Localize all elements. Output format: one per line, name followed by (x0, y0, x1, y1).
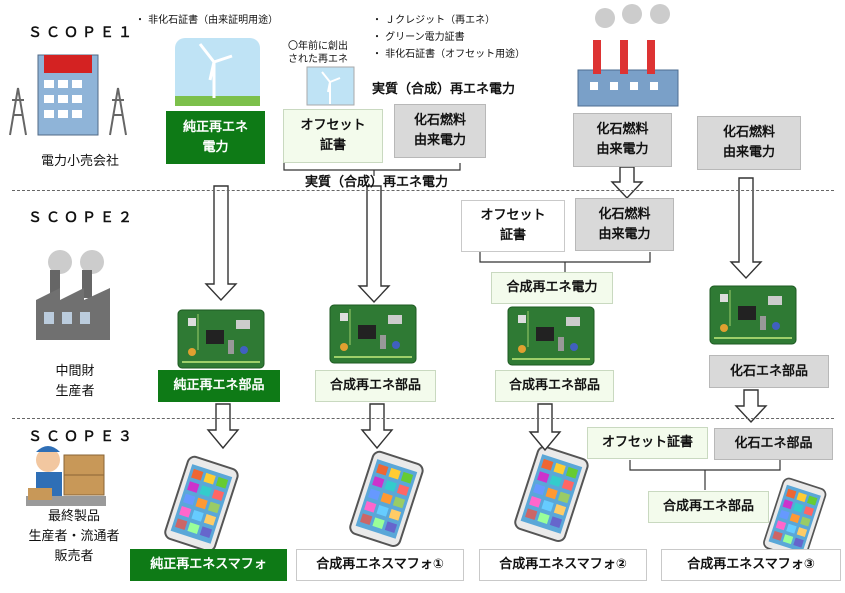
smartphone-icon (162, 454, 241, 554)
synthetic-power-label-top: 実質（合成）再エネ電力 (372, 82, 516, 97)
synthetic-renewable-power-box: 合成再エネ電力 (491, 272, 613, 304)
fossil-power-box: 化石燃料由来電力 (394, 104, 486, 158)
smartphone-icon (512, 444, 591, 544)
note-nonfossil-origin: ・ 非化石証書（由来証明用途） (135, 15, 279, 26)
scope2-label: ＳＣＯＰＥ２ (28, 210, 136, 226)
pcb-icon (177, 309, 265, 369)
power-plant-icon (577, 4, 679, 107)
scope-divider (12, 418, 834, 419)
offset-certificate-box: オフセット証書 (587, 427, 708, 459)
intermediate-label: 中間財生産者 (55, 364, 95, 399)
offset-certificate-box: オフセット証書 (461, 200, 565, 252)
retailer-building-icon (9, 54, 127, 136)
pure-renewable-power-box: 純正再エネ電力 (166, 111, 265, 164)
synthetic-renewable-part-box: 合成再エネ部品 (315, 370, 436, 402)
final-producer-label: 最終製品生産者・流通者販売者 (28, 509, 120, 564)
note-certificates: ・ Ｊクレジット（再エネ）・ グリーン電力証書・ 非化石証書（オフセット用途） (372, 15, 526, 60)
offset-certificate-box: オフセット証書 (283, 109, 383, 163)
synthetic-renewable-phone-box: 合成再エネスマフォ① (296, 549, 464, 581)
scope1-label: ＳＣＯＰＥ１ (28, 25, 136, 41)
wind-turbine-icon (175, 38, 260, 106)
flow-arrows (204, 166, 768, 452)
synthetic-renewable-phone-box: 合成再エネスマフォ② (479, 549, 647, 581)
fossil-power-box: 化石燃料由来電力 (697, 116, 801, 170)
pure-renewable-part-box: 純正再エネ部品 (158, 370, 280, 402)
synthetic-renewable-part-box: 合成再エネ部品 (648, 491, 769, 523)
retailer-label: 電力小売会社 (40, 154, 119, 169)
smartphone-icon (347, 449, 426, 549)
pcb-icon (507, 306, 595, 366)
pure-renewable-phone-box: 純正再エネスマフォ (130, 549, 287, 581)
pcb-icon (709, 285, 797, 345)
fossil-part-box: 化石エネ部品 (709, 355, 829, 388)
synthetic-renewable-phone-box: 合成再エネスマフォ③ (661, 549, 841, 581)
factory-icon (36, 250, 110, 340)
fossil-part-box: 化石エネ部品 (714, 428, 833, 460)
synthetic-power-label-mid: 実質（合成）再エネ電力 (305, 175, 449, 190)
small-wind-turbine-icon (306, 66, 355, 106)
fossil-power-box: 化石燃料由来電力 (573, 113, 672, 167)
scope3-label: ＳＣＯＰＥ３ (28, 429, 136, 445)
pcb-icon (329, 304, 417, 364)
note-years-ago: 〇年前に創出された再エネ (288, 41, 348, 65)
worker-icon (26, 446, 106, 506)
fossil-power-box: 化石燃料由来電力 (575, 198, 674, 251)
merge-bracket (283, 163, 781, 490)
synthetic-renewable-part-box: 合成再エネ部品 (495, 370, 614, 402)
scope-divider (12, 190, 834, 191)
smartphone-icon (761, 476, 828, 562)
